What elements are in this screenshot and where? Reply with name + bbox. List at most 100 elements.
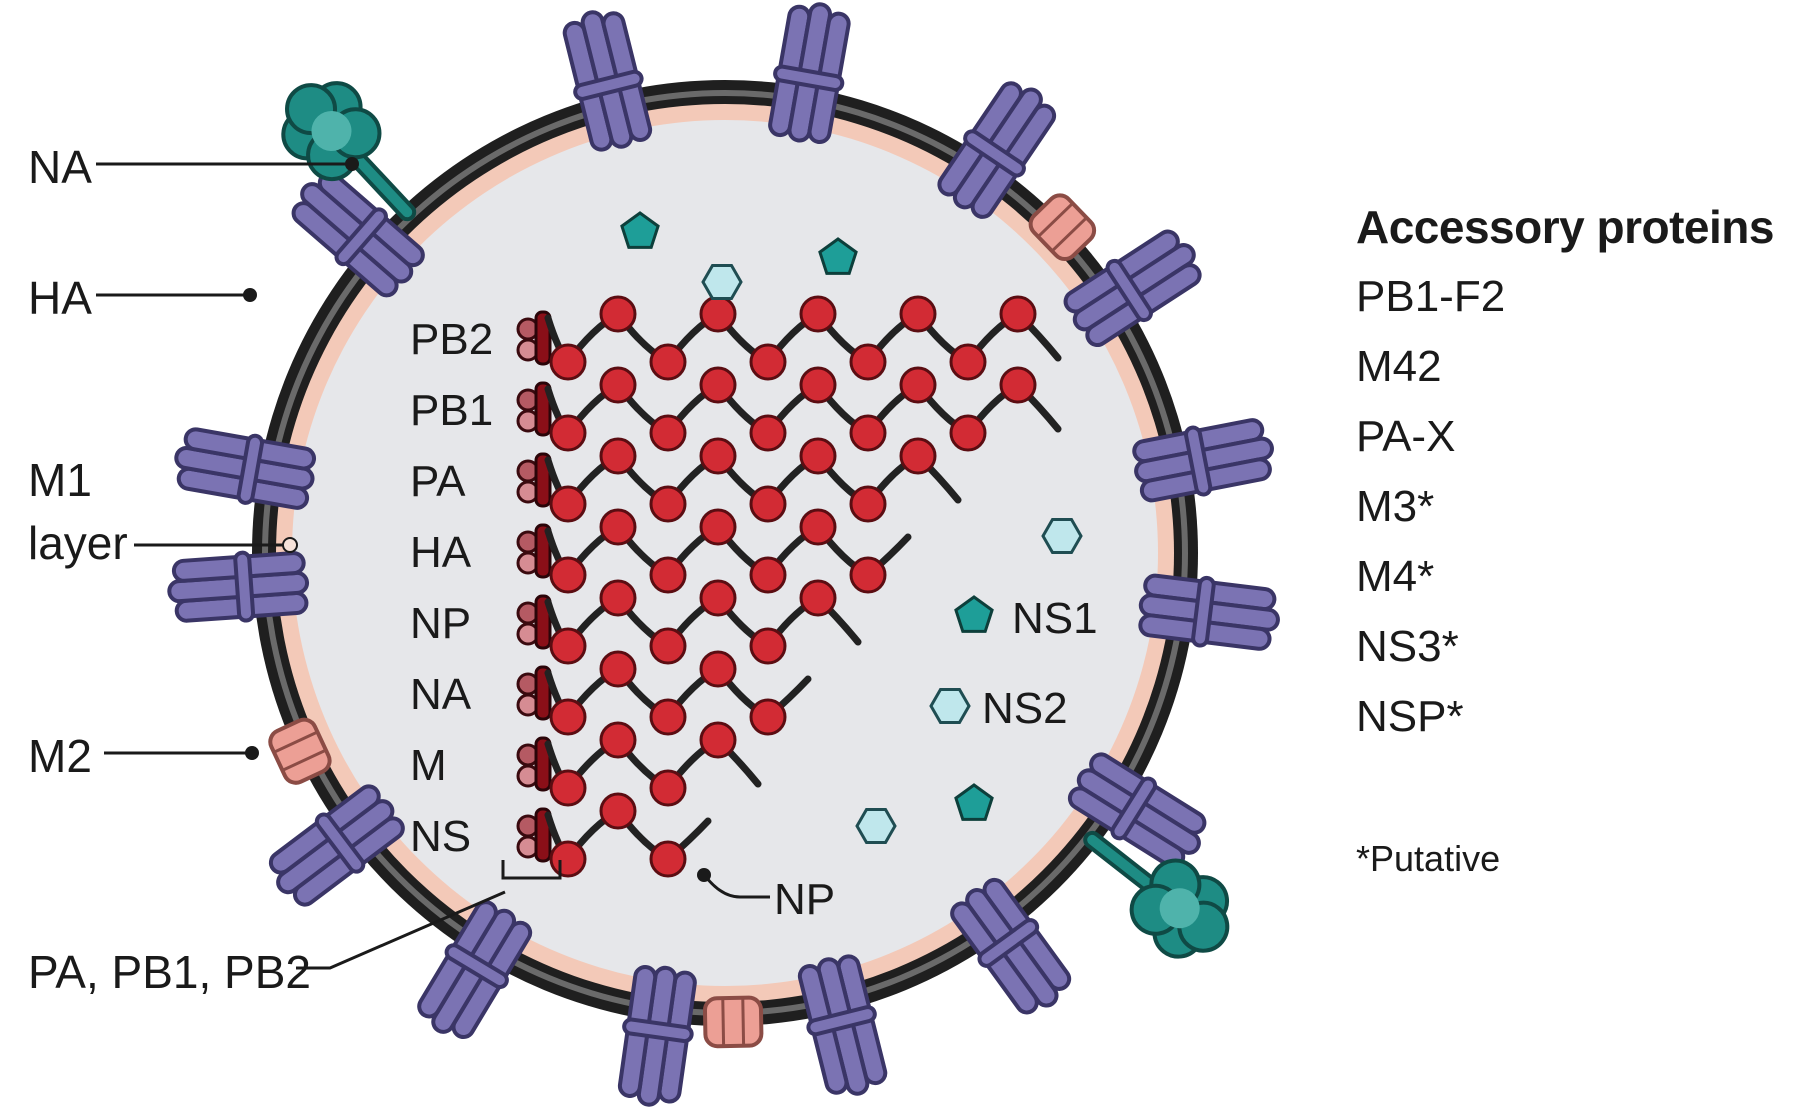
hemagglutinin-spike bbox=[937, 81, 1057, 219]
hemagglutinin-spike bbox=[1067, 752, 1207, 869]
nucleoprotein bbox=[749, 698, 787, 736]
nucleoprotein bbox=[899, 295, 937, 333]
hemagglutinin-spike bbox=[417, 900, 533, 1040]
nucleoprotein bbox=[699, 579, 737, 617]
nucleoprotein bbox=[599, 295, 637, 333]
nucleoprotein bbox=[549, 769, 587, 807]
hemagglutinin-spike bbox=[1063, 229, 1202, 348]
rnp-segment bbox=[516, 508, 912, 594]
nucleoprotein bbox=[949, 414, 987, 452]
segment-label-pb2: PB2 bbox=[410, 315, 493, 364]
surface-proteins bbox=[167, 2, 1280, 1107]
accessory-item: M4* bbox=[1356, 552, 1435, 601]
hemagglutinin-spike bbox=[797, 954, 888, 1096]
segment-label-na: NA bbox=[410, 670, 472, 719]
label-polymerase: PA, PB1, PB2 bbox=[28, 946, 311, 998]
nucleoprotein bbox=[599, 579, 637, 617]
nucleoprotein bbox=[649, 698, 687, 736]
nucleoprotein bbox=[949, 343, 987, 381]
nucleoprotein bbox=[749, 343, 787, 381]
neuraminidase-spike bbox=[281, 81, 417, 222]
nucleoprotein bbox=[699, 650, 737, 688]
label-m2: M2 bbox=[28, 730, 92, 782]
label-m1: M1 bbox=[28, 454, 92, 506]
nucleoprotein bbox=[599, 721, 637, 759]
rnp-segment bbox=[516, 366, 1062, 452]
leader-dot bbox=[282, 537, 298, 553]
nucleoprotein bbox=[749, 485, 787, 523]
nucleoprotein bbox=[599, 508, 637, 546]
hemagglutinin-spike bbox=[562, 10, 653, 152]
segment-label-pa: PA bbox=[410, 457, 466, 506]
nucleoprotein bbox=[899, 437, 937, 475]
hemagglutinin-spike bbox=[174, 427, 317, 510]
nucleoprotein bbox=[999, 295, 1037, 333]
nucleoprotein bbox=[699, 721, 737, 759]
rnp-segment bbox=[516, 579, 862, 665]
accessory-item: M3* bbox=[1356, 482, 1435, 531]
hemagglutinin-spike bbox=[167, 550, 310, 623]
virion-core bbox=[292, 120, 1158, 986]
nucleoprotein bbox=[699, 366, 737, 404]
hemagglutinin-spike bbox=[768, 2, 851, 145]
nucleoprotein bbox=[549, 698, 587, 736]
polymerase-complex bbox=[534, 736, 552, 792]
hemagglutinin-spike bbox=[1132, 418, 1274, 503]
nucleoprotein bbox=[849, 556, 887, 594]
hemagglutinin-spike bbox=[268, 784, 405, 907]
nucleoprotein bbox=[599, 650, 637, 688]
polymerase-complex bbox=[534, 807, 552, 863]
nucleoprotein bbox=[599, 437, 637, 475]
nucleoprotein bbox=[799, 366, 837, 404]
segment-label-ha: HA bbox=[410, 528, 472, 577]
nucleoprotein bbox=[899, 366, 937, 404]
rna-strand bbox=[544, 451, 962, 510]
hemagglutinin-spike bbox=[617, 965, 697, 1107]
accessory-item: PB1-F2 bbox=[1356, 272, 1506, 321]
leader-dot bbox=[245, 746, 259, 760]
putative-footnote: *Putative bbox=[1356, 838, 1501, 879]
nucleoprotein bbox=[699, 508, 737, 546]
ns1-protein bbox=[620, 211, 660, 249]
hemagglutinin-spike bbox=[950, 877, 1072, 1015]
segment-label-pb1: PB1 bbox=[410, 386, 493, 435]
leader-polymerase bbox=[296, 890, 506, 970]
polymerase-complex bbox=[534, 310, 552, 366]
leader-np bbox=[704, 876, 770, 899]
nucleoprotein bbox=[599, 792, 637, 830]
leader-dot bbox=[345, 157, 359, 171]
ns2-protein bbox=[701, 264, 743, 300]
rnp-segment bbox=[516, 295, 1062, 381]
label-np-callout: NP bbox=[774, 875, 835, 924]
nucleoprotein bbox=[699, 295, 737, 333]
accessory-item: PA-X bbox=[1356, 412, 1456, 461]
ns1-protein bbox=[954, 783, 994, 821]
polymerase-bracket bbox=[501, 860, 562, 880]
rnp-segment bbox=[516, 650, 812, 736]
nucleoprotein bbox=[549, 556, 587, 594]
leader-lines bbox=[96, 157, 770, 970]
neuraminidase-spike bbox=[1083, 830, 1230, 959]
nucleoprotein bbox=[799, 295, 837, 333]
accessory-item: NS3* bbox=[1356, 622, 1459, 671]
nucleoprotein bbox=[749, 414, 787, 452]
polymerase-complex bbox=[534, 665, 552, 721]
ns2-protein bbox=[855, 808, 897, 844]
m2-ion-channel bbox=[702, 995, 764, 1049]
nucleoprotein bbox=[849, 414, 887, 452]
nucleoprotein bbox=[549, 627, 587, 665]
polymerase-complex bbox=[534, 381, 552, 437]
segment-label-m: M bbox=[410, 741, 447, 790]
ns1-protein bbox=[818, 237, 858, 275]
segment-label-ns: NS bbox=[410, 812, 471, 861]
accessory-proteins-title: Accessory proteins bbox=[1356, 201, 1774, 253]
nucleoprotein bbox=[549, 343, 587, 381]
label-ns1: NS1 bbox=[1012, 594, 1098, 643]
nucleoprotein bbox=[799, 579, 837, 617]
label-ha: HA bbox=[28, 272, 92, 324]
nucleoprotein bbox=[599, 366, 637, 404]
nucleoprotein bbox=[549, 414, 587, 452]
label-na: NA bbox=[28, 141, 92, 193]
